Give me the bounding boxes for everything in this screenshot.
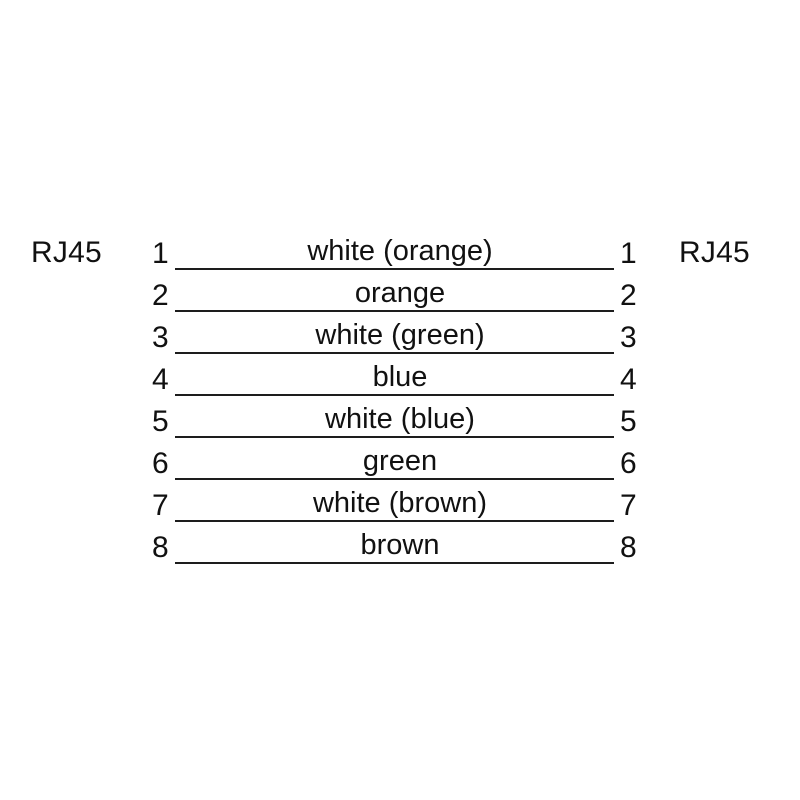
right-pin-number: 6 [620, 447, 637, 480]
wire-color-label: orange [354, 277, 446, 309]
left-connector-label: RJ45 [31, 236, 102, 269]
left-pin-number: 5 [152, 405, 169, 438]
right-pin-number: 8 [620, 531, 637, 564]
wire-line [175, 394, 614, 396]
wire-line [175, 520, 614, 522]
left-pin-number: 3 [152, 321, 169, 354]
wire-color-label: white (blue) [325, 403, 475, 435]
right-pin-number: 2 [620, 279, 637, 312]
wire-line [175, 478, 614, 480]
wire-line [175, 310, 614, 312]
left-pin-number: 8 [152, 531, 169, 564]
wire-color-label: white (brown) [312, 487, 488, 519]
right-pin-number: 7 [620, 489, 637, 522]
wire-line [175, 562, 614, 564]
wire-color-label: brown [360, 529, 440, 561]
right-connector-label: RJ45 [679, 236, 750, 269]
right-pin-number: 5 [620, 405, 637, 438]
left-pin-number: 7 [152, 489, 169, 522]
right-pin-number: 1 [620, 237, 637, 270]
right-pin-number: 3 [620, 321, 637, 354]
wire-line [175, 352, 614, 354]
wire-color-label: blue [372, 361, 428, 393]
right-pin-number: 4 [620, 363, 637, 396]
wire-color-label: white (orange) [307, 235, 493, 267]
wire-color-label: green [362, 445, 438, 477]
wire-line [175, 436, 614, 438]
left-pin-number: 4 [152, 363, 169, 396]
left-pin-number: 1 [152, 237, 169, 270]
left-pin-number: 6 [152, 447, 169, 480]
left-pin-number: 2 [152, 279, 169, 312]
wire-color-label: white (green) [315, 319, 485, 351]
wire-line [175, 268, 614, 270]
